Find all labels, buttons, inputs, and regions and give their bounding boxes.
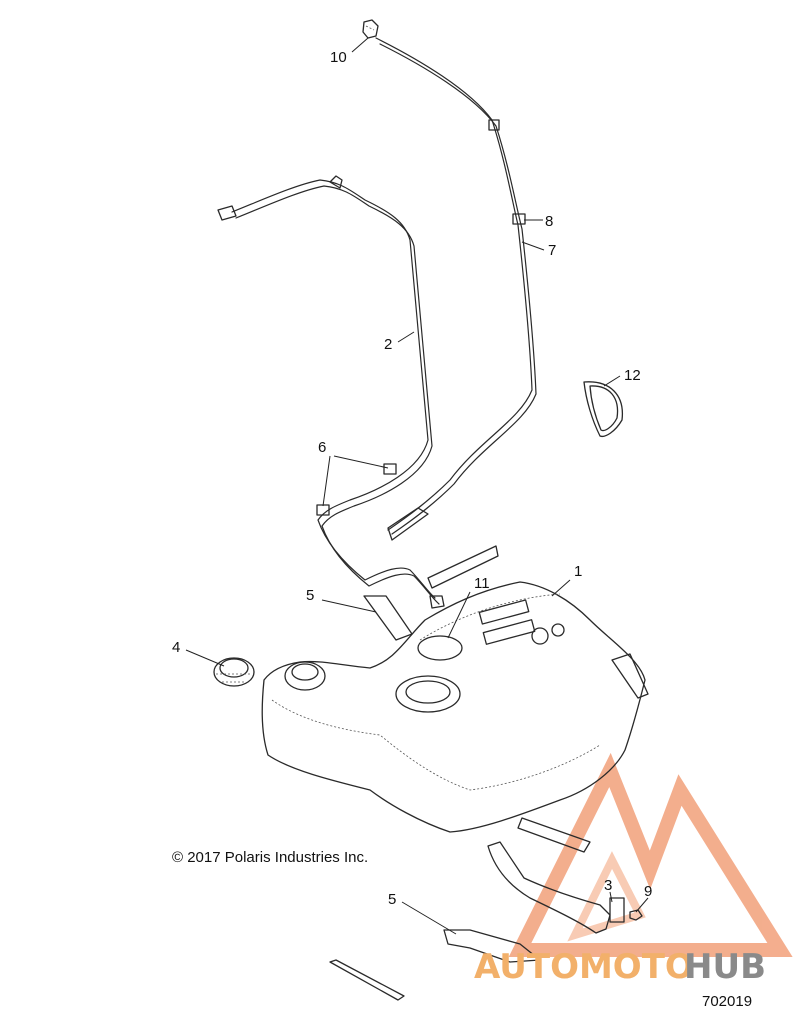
part-1-fuel-tank (261, 581, 649, 833)
part-5-middle-pad (517, 817, 591, 853)
callout-5-lower: 5 (388, 891, 396, 908)
part-8-bolt (629, 909, 643, 921)
part-10-fitting (362, 19, 379, 39)
watermark-text: AUTOMOTO HUB (474, 947, 766, 987)
part-5-lower-strap (443, 929, 541, 963)
leader-lines (185, 37, 649, 935)
figure-number: 702019 (702, 993, 752, 1010)
callout-2: 2 (384, 336, 392, 353)
svg-text:HUB: HUB (684, 947, 766, 987)
callout-4: 4 (172, 639, 180, 656)
callout-10: 10 (330, 49, 347, 66)
part-2-fuel-hose (217, 175, 445, 609)
bottom-pad (329, 959, 405, 1001)
copyright-text: © 2017 Polaris Industries Inc. (172, 849, 368, 866)
callout-6: 6 (318, 439, 326, 456)
callout-12: 12 (624, 367, 641, 384)
callout-5-upper: 5 (306, 587, 314, 604)
callout-3: 3 (604, 877, 612, 894)
part-6-clips (316, 463, 397, 516)
part-7-vent-hose (375, 37, 537, 541)
watermark-logo (508, 752, 793, 957)
callout-1: 1 (574, 563, 582, 580)
callout-8: 9 (644, 883, 652, 900)
callout-11: 11 (474, 575, 490, 592)
svg-text:AUTOMOTO: AUTOMOTO (474, 947, 694, 987)
callout-7: 7 (548, 242, 556, 259)
part-5-upper-pads (363, 545, 499, 641)
part-12-strap (583, 381, 623, 438)
part-3-strap (487, 841, 625, 934)
part-4-fuel-cap (213, 657, 255, 687)
callout-9: 8 (545, 213, 553, 230)
part-9-clamp (512, 213, 526, 225)
